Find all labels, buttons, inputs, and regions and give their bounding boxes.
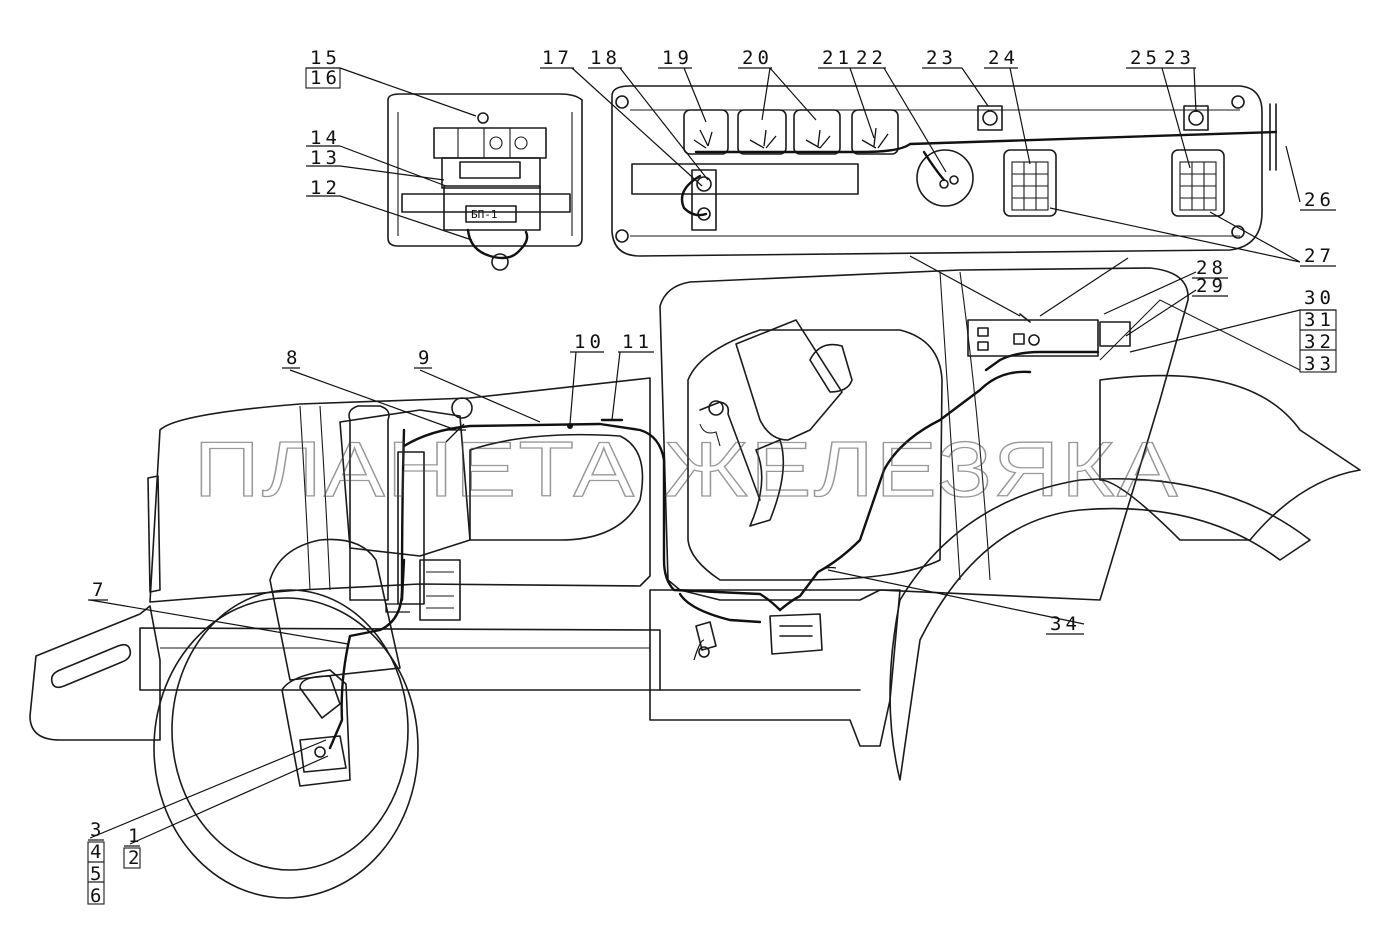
callout-11: 11 (622, 331, 653, 353)
callout-18: 18 (590, 47, 621, 69)
callout-10: 10 (574, 331, 605, 353)
callout-14: 14 (310, 127, 341, 149)
callout-5: 5 (90, 863, 105, 885)
front-wheel (153, 538, 419, 899)
callout-9: 9 (418, 347, 433, 369)
callout-23-right: 23 (1164, 47, 1195, 69)
callout-27: 27 (1304, 245, 1335, 267)
switch-panel (967, 313, 1131, 357)
callout-21: 21 (822, 47, 853, 69)
callout-12: 12 (310, 177, 341, 199)
callout-20: 20 (742, 47, 773, 69)
callout-labels: 15 16 14 13 12 17 18 19 20 21 22 23 24 2… (87, 47, 1337, 907)
unit-label: БП-1 (471, 208, 498, 221)
callout-leaders (89, 67, 1301, 845)
callout-16: 16 (310, 67, 341, 89)
callout-23-left: 23 (926, 47, 957, 69)
callout-30: 30 (1304, 287, 1335, 309)
callout-6: 6 (90, 885, 105, 907)
callout-34: 34 (1050, 613, 1081, 635)
callout-7: 7 (92, 579, 107, 601)
callout-31: 31 (1304, 309, 1335, 331)
tractor-body (29, 267, 1361, 781)
callout-1: 1 (128, 825, 143, 847)
callout-29: 29 (1196, 275, 1227, 297)
callout-2: 2 (128, 847, 143, 869)
callout-28: 28 (1196, 257, 1227, 279)
callout-25: 25 (1130, 47, 1161, 69)
callout-24: 24 (988, 47, 1019, 69)
callout-26: 26 (1304, 189, 1335, 211)
callout-17: 17 (542, 47, 573, 69)
callout-4: 4 (90, 841, 105, 863)
watermark-text: ПЛАНЕТА ЖЕЛЕЗЯКА (194, 425, 1180, 513)
wiring-harness (328, 350, 1100, 750)
callout-13: 13 (310, 147, 341, 169)
callout-8: 8 (286, 347, 301, 369)
arrow-to-panel-right (1039, 257, 1129, 317)
callout-33: 33 (1304, 353, 1335, 375)
callout-15: 15 (310, 47, 341, 69)
callout-3: 3 (90, 819, 105, 841)
callout-22: 22 (856, 47, 887, 69)
callout-19: 19 (662, 47, 693, 69)
arrow-to-panel-left (909, 255, 1021, 317)
callout-32: 32 (1304, 331, 1335, 353)
dashboard-panel-inset (611, 85, 1278, 257)
unit-box-inset: БП-1 (387, 93, 583, 271)
